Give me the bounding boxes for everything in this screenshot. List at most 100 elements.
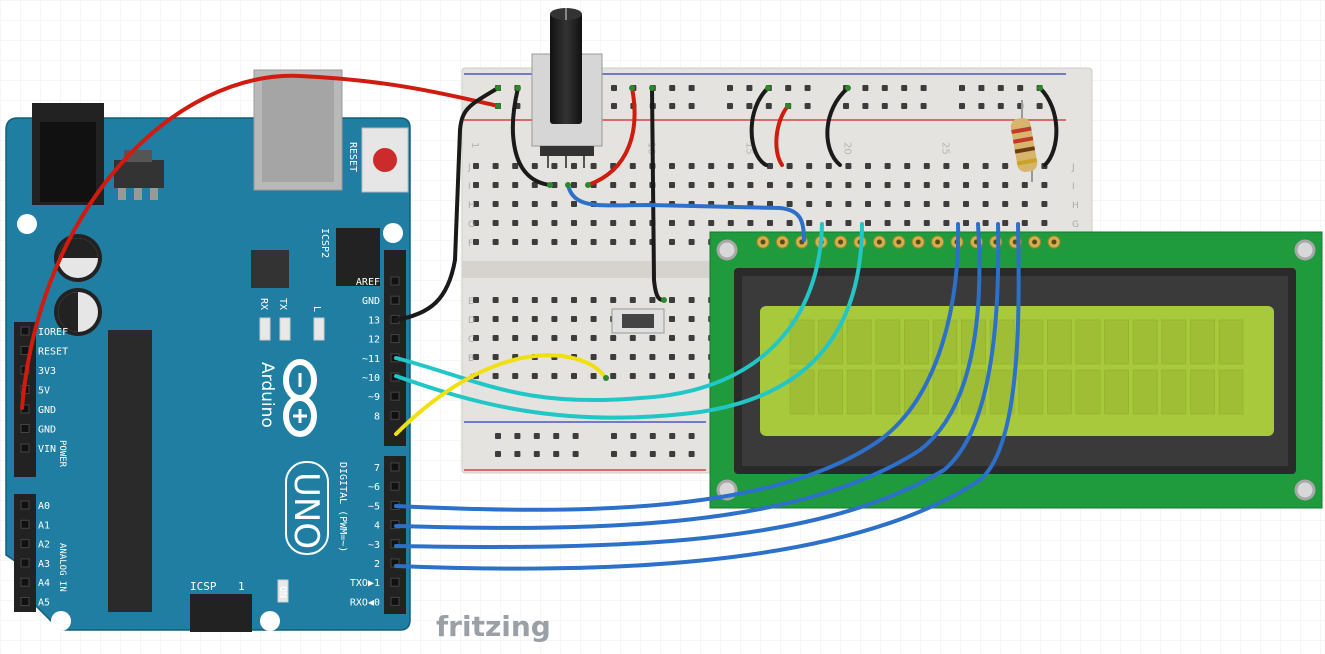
breadboard-hole xyxy=(571,201,577,207)
row-letter: E xyxy=(468,297,474,307)
wire-blue-5[interactable] xyxy=(394,222,961,512)
wire-black-pot[interactable] xyxy=(510,86,552,187)
potentiometer-knob[interactable] xyxy=(550,12,582,124)
rail-hole xyxy=(611,103,617,109)
arduino-brand-label: Arduino xyxy=(257,362,277,428)
header-pin[interactable] xyxy=(20,500,30,510)
breadboard-hole xyxy=(708,163,715,169)
wire-yellow-8[interactable] xyxy=(394,353,608,436)
header-pin[interactable] xyxy=(390,462,400,472)
wire-black-right[interactable] xyxy=(1038,86,1059,167)
breadboard-hole xyxy=(473,354,479,360)
digital-header-top xyxy=(384,250,406,446)
mounting-hole xyxy=(260,611,280,631)
analog-pin-label: A2 xyxy=(38,540,50,551)
breadboard-hole xyxy=(590,239,597,245)
rail-hole xyxy=(862,85,869,91)
breadboard-hole xyxy=(590,335,597,341)
breadboard-hole xyxy=(806,201,813,207)
breadboard-hole xyxy=(571,220,577,226)
wire-black-short[interactable] xyxy=(749,86,770,167)
icsp2-label: ICSP2 xyxy=(319,228,330,258)
breadboard-hole xyxy=(551,163,558,169)
column-number: 15 xyxy=(743,142,754,155)
breadboard-hole xyxy=(1021,182,1028,188)
breadboard-hole xyxy=(806,220,813,226)
header-pin[interactable] xyxy=(20,326,30,336)
breadboard-hole xyxy=(865,201,871,207)
wire-blue-4[interactable] xyxy=(394,222,982,530)
header-pin[interactable] xyxy=(20,577,30,587)
analog-pin-label: A1 xyxy=(38,520,50,531)
header-pin[interactable] xyxy=(20,443,30,453)
breadboard-hole xyxy=(688,239,695,245)
lcd-char-cell xyxy=(789,319,815,365)
breadboard-hole xyxy=(688,316,695,322)
header-pin[interactable] xyxy=(390,577,400,587)
on-label: ON xyxy=(277,586,288,598)
rail-hole xyxy=(572,433,579,439)
reset-button[interactable] xyxy=(361,127,409,193)
power-pin-label: VIN xyxy=(38,444,56,455)
header-pin[interactable] xyxy=(390,481,400,491)
rail-hole xyxy=(746,85,753,91)
wire-black-mid[interactable] xyxy=(825,86,850,167)
breadboard-hole xyxy=(688,354,695,360)
rail-hole xyxy=(611,433,617,439)
header-pin[interactable] xyxy=(20,519,30,529)
breadboard-hole xyxy=(669,239,675,245)
breadboard-hole xyxy=(473,239,479,245)
arduino-uno-board[interactable]: RESET ICSP2 TX RX L ON Arduino UNO DIGIT… xyxy=(5,69,411,632)
breadboard-hole xyxy=(551,335,558,341)
header-pin[interactable] xyxy=(390,276,400,286)
breadboard-hole xyxy=(551,239,558,245)
breadboard-hole xyxy=(786,201,793,207)
wire-blue-2[interactable] xyxy=(394,222,1021,571)
wire-blue-3[interactable] xyxy=(394,222,1001,549)
breadboard-hole xyxy=(610,354,617,360)
push-button[interactable] xyxy=(611,308,665,334)
header-pin[interactable] xyxy=(390,410,400,420)
breadboard-hole xyxy=(629,163,636,169)
breadboard-hole xyxy=(923,201,930,207)
resistor[interactable] xyxy=(1009,100,1038,182)
wires xyxy=(20,73,1059,571)
digital-pin-label: ~11 xyxy=(362,354,380,365)
digital-pin-label: 12 xyxy=(368,335,380,346)
rx-label: RX xyxy=(258,298,269,310)
header-pin[interactable] xyxy=(20,558,30,568)
breadboard-hole xyxy=(688,163,695,169)
header-pin[interactable] xyxy=(390,295,400,305)
breadboard-hole xyxy=(492,163,499,169)
header-pin[interactable] xyxy=(390,596,400,606)
header-pin[interactable] xyxy=(20,597,30,606)
breadboard-hole xyxy=(629,220,636,226)
breadboard-hole xyxy=(629,354,636,360)
breadboard-hole xyxy=(982,220,989,226)
breadboard-hole xyxy=(786,163,793,169)
wire-5v-red[interactable] xyxy=(20,73,500,410)
wire-cyan-11[interactable] xyxy=(394,222,864,420)
header-pin[interactable] xyxy=(20,539,30,549)
potentiometer[interactable] xyxy=(531,8,603,168)
wire-gnd-black[interactable] xyxy=(394,86,500,322)
header-pin[interactable] xyxy=(390,391,400,401)
digital-pin-label: 4 xyxy=(374,521,380,532)
breadboard-hole xyxy=(649,335,656,341)
breadboard-hole xyxy=(669,182,675,188)
breadboard-hole xyxy=(708,182,715,188)
rail-hole xyxy=(669,85,676,91)
header-pin[interactable] xyxy=(20,424,30,433)
wire-red-short[interactable] xyxy=(774,104,790,167)
row-letter: C xyxy=(468,335,474,345)
breadboard-hole xyxy=(531,163,538,169)
header-pin[interactable] xyxy=(390,334,400,344)
wire-blue-contrast[interactable] xyxy=(566,183,806,242)
lcd-char-cell xyxy=(1075,319,1101,365)
breadboard-hole xyxy=(512,220,519,226)
digital-pin-label: TXO▶1 xyxy=(350,578,380,589)
wire-red-pot[interactable] xyxy=(586,86,637,187)
analog-header xyxy=(14,494,36,612)
column-number: 25 xyxy=(939,142,950,155)
header-pin[interactable] xyxy=(390,539,400,549)
